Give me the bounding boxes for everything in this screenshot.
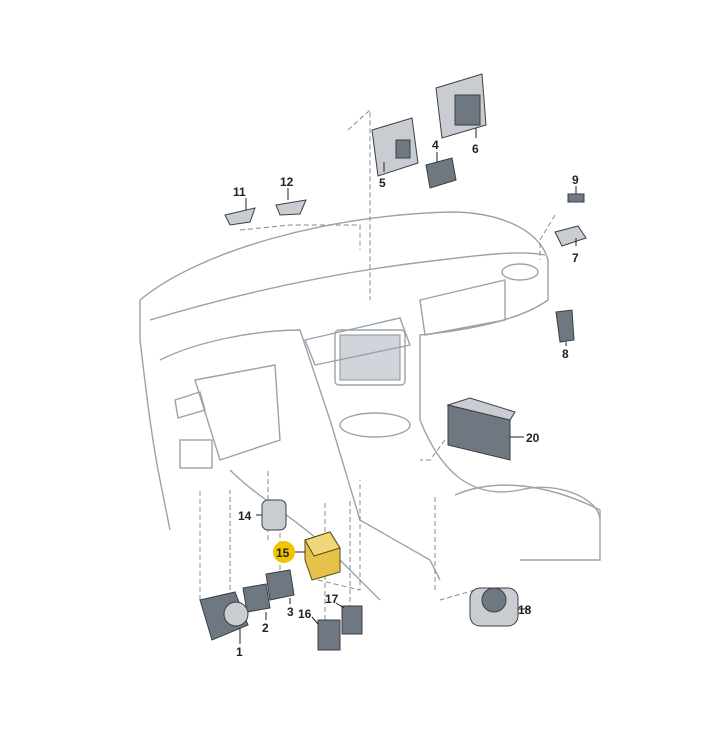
callout-5: 5	[379, 176, 386, 190]
part-9[interactable]	[567, 193, 585, 203]
callout-11: 11	[233, 185, 246, 199]
part-5[interactable]	[371, 117, 419, 177]
part-14[interactable]	[261, 499, 287, 531]
part-1[interactable]	[199, 591, 249, 641]
callout-6: 6	[472, 142, 479, 156]
callout-7: 7	[572, 251, 579, 265]
callout-16: 16	[298, 607, 312, 621]
part-6[interactable]	[435, 73, 487, 139]
part-20[interactable]	[446, 397, 516, 461]
callout-12: 12	[280, 175, 294, 189]
callout-18: 18	[518, 603, 532, 617]
part-18[interactable]	[469, 587, 519, 627]
callout-9: 9	[572, 173, 579, 187]
dashboard-outline	[139, 211, 601, 601]
part-8[interactable]	[555, 309, 575, 343]
part-3[interactable]	[265, 569, 295, 601]
callout-8: 8	[562, 347, 569, 361]
callouts: 11 12 5 4 6 9 7 8 20 14 15 3 2 1 16 17 1…	[233, 128, 579, 659]
callout-4: 4	[432, 138, 439, 152]
part-2[interactable]	[242, 583, 271, 613]
callout-1: 1	[236, 645, 243, 659]
part-4[interactable]	[425, 157, 457, 189]
callout-15[interactable]: 15	[276, 546, 290, 560]
highlight-marker	[273, 541, 295, 563]
part-15[interactable]	[304, 531, 341, 581]
part-11[interactable]	[224, 207, 256, 226]
callout-20: 20	[526, 431, 540, 445]
part-12[interactable]	[275, 199, 307, 216]
callout-17: 17	[325, 592, 339, 606]
part-16[interactable]	[317, 619, 341, 651]
part-7[interactable]	[554, 225, 587, 247]
callout-3: 3	[287, 605, 294, 619]
callout-2: 2	[262, 621, 269, 635]
part-17[interactable]	[341, 605, 363, 635]
callout-14: 14	[238, 509, 252, 523]
